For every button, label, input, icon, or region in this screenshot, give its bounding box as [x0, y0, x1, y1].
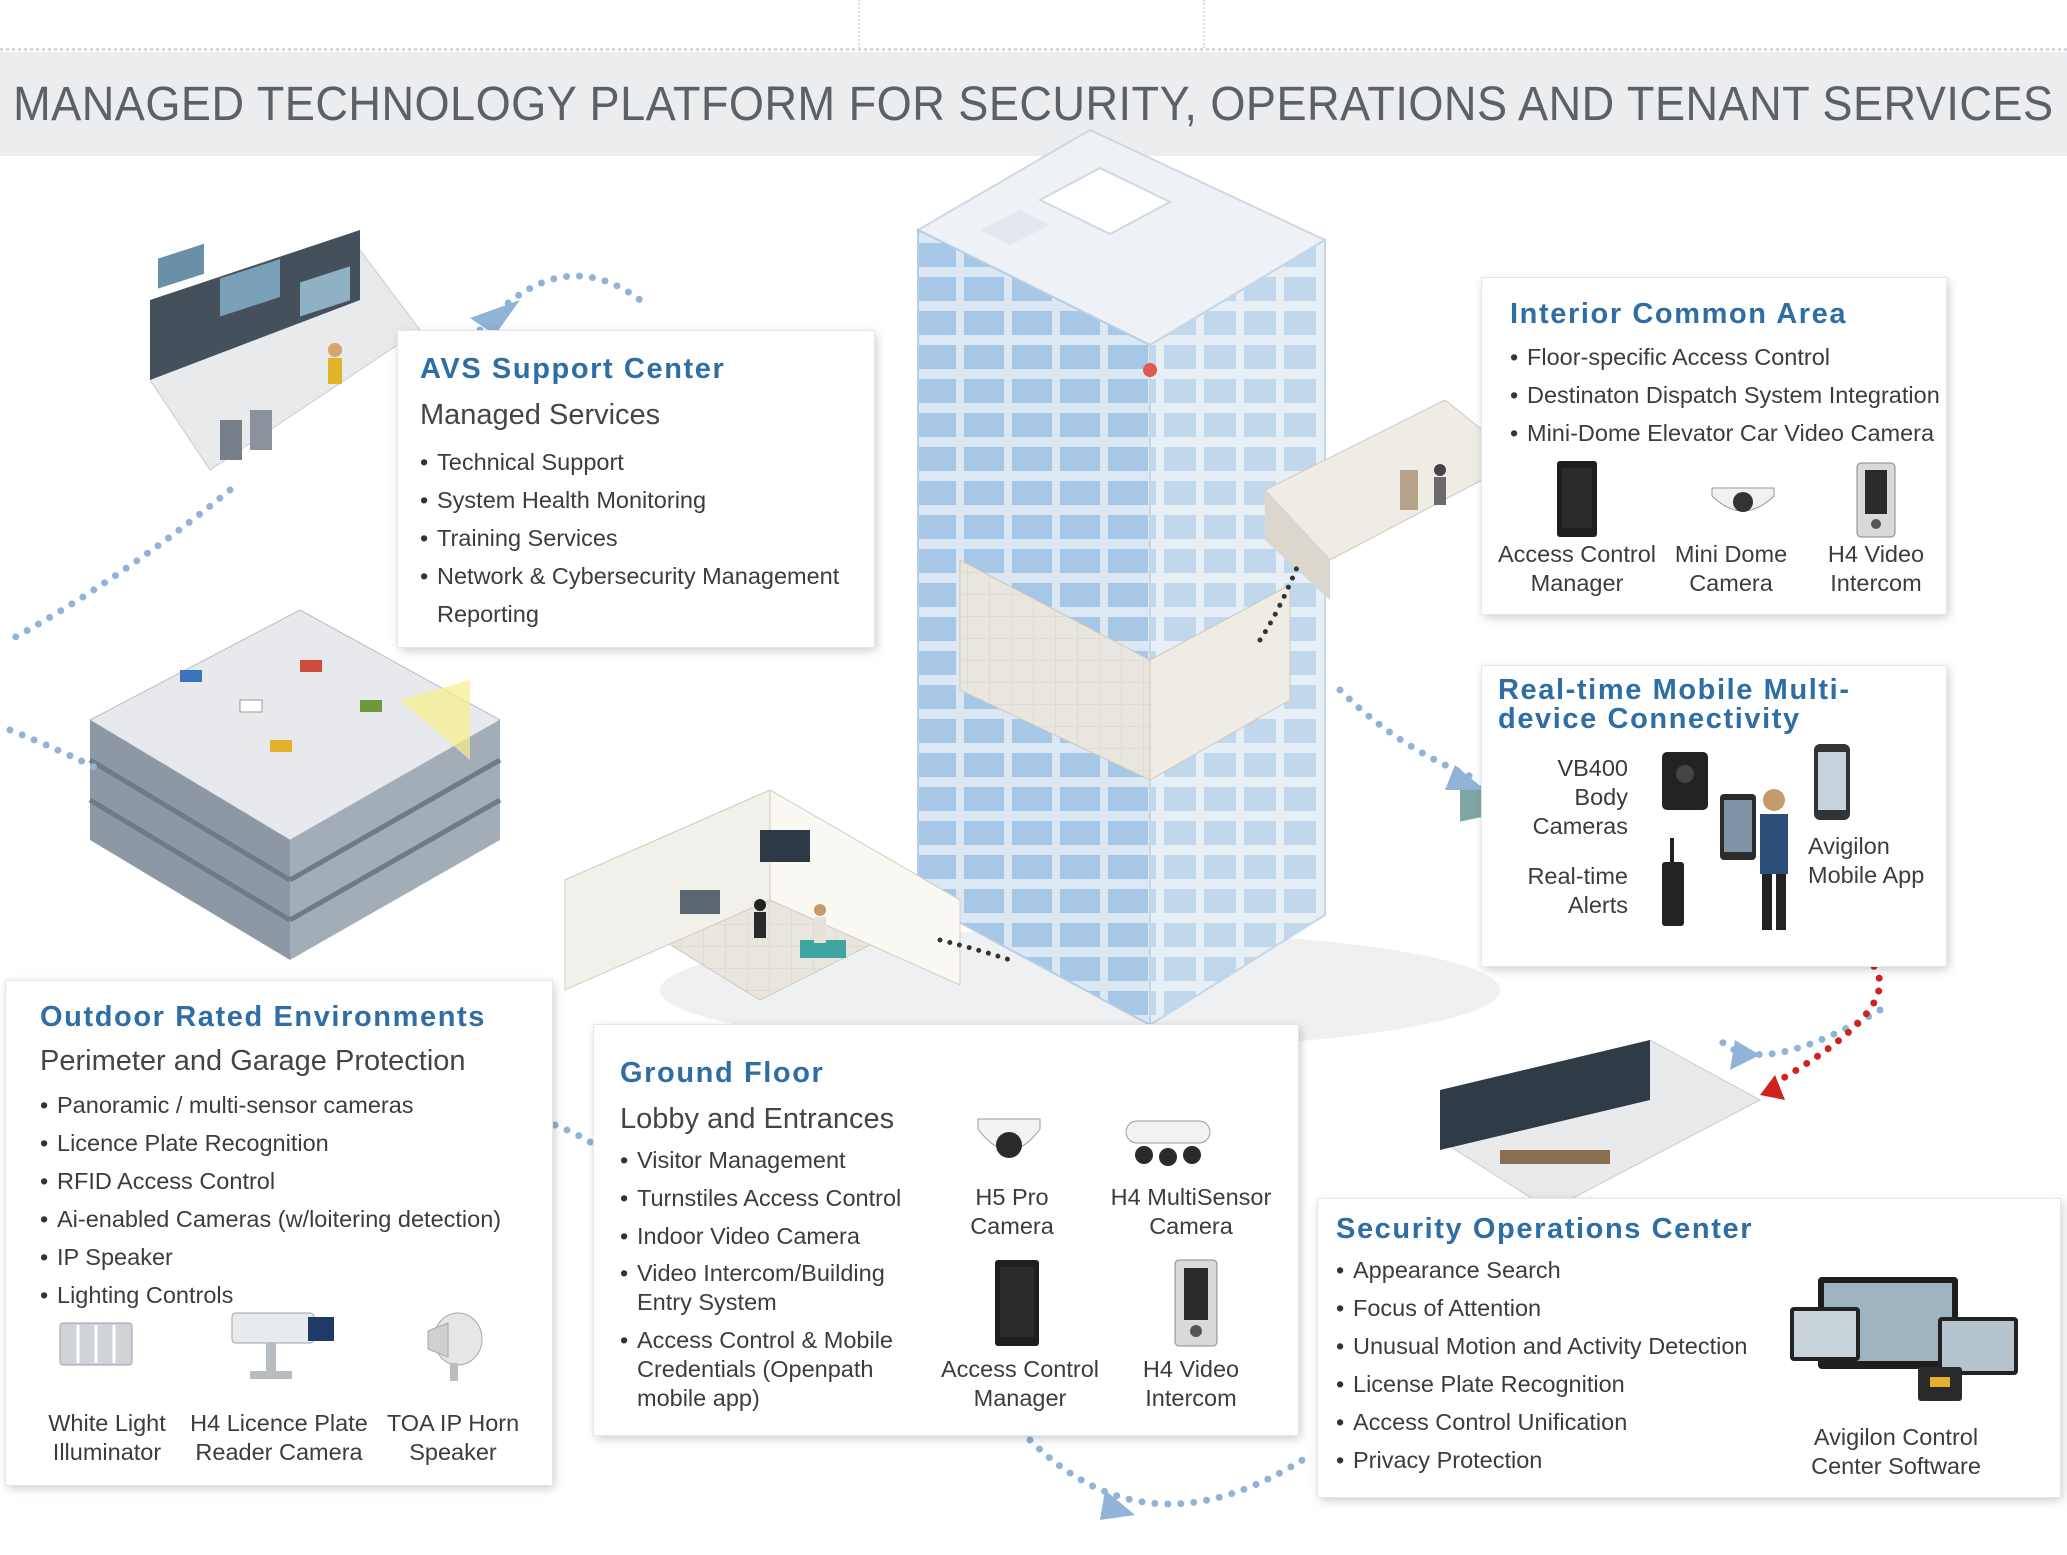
panel-title: Real-time Mobile Multi-device Connectivi… — [1498, 674, 1851, 735]
support-center-room — [149, 230, 421, 471]
flow-arrowheads — [470, 300, 1860, 1520]
mini-dome-camera-icon — [1711, 487, 1775, 512]
horn-speaker-icon — [427, 1312, 483, 1381]
panel-subtitle: Managed Services — [420, 399, 661, 431]
panel-subtitle: Lobby and Entrances — [620, 1103, 895, 1135]
h5-pro-camera-icon — [977, 1118, 1041, 1158]
white-light-illuminator-icon — [59, 1322, 133, 1366]
list-item: Indoor Video Camera — [620, 1217, 910, 1255]
product-label: TOA IP Horn Speaker — [386, 1410, 520, 1465]
list-item: Access Control Unification — [1336, 1403, 1748, 1441]
video-intercom-icon — [1174, 1259, 1218, 1347]
list-item: Training Services — [420, 519, 865, 557]
product-label: H4 Licence Plate Reader Camera — [190, 1410, 368, 1465]
list-item: Access Control & Mobile Credentials (Ope… — [620, 1326, 910, 1413]
alerts-label: Real-time Alerts — [1527, 863, 1628, 918]
list-item: Privacy Protection — [1336, 1441, 1748, 1479]
outdoor-environments-panel: Outdoor Rated Environments Perimeter and… — [6, 981, 552, 1485]
ground-list: Visitor Management Turnstiles Access Con… — [620, 1141, 910, 1422]
panel-subtitle: Perimeter and Garage Protection — [40, 1045, 466, 1077]
tablet-icon — [1720, 794, 1756, 860]
parking-garage — [88, 609, 502, 960]
list-item: Appearance Search — [1336, 1251, 1748, 1289]
logo-icon — [1143, 363, 1157, 377]
smartphone-icon — [1814, 744, 1850, 820]
page-title: MANAGED TECHNOLOGY PLATFORM FOR SECURITY… — [13, 77, 2054, 131]
list-item: Destinaton Dispatch System Integration — [1510, 376, 1940, 414]
roof-unit — [1037, 166, 1173, 236]
mobile-connectivity-panel: Real-time Mobile Multi-device Connectivi… — [1482, 666, 1946, 966]
roof-vent — [980, 210, 1050, 245]
list-item: Panoramic / multi-sensor cameras — [40, 1086, 501, 1124]
person-icon — [1760, 789, 1788, 930]
security-operations-panel: Security Operations Center Appearance Se… — [1318, 1199, 2060, 1497]
panel-title: Security Operations Center — [1336, 1213, 1754, 1245]
ground-floor-panel: Ground Floor Lobby and Entrances Visitor… — [594, 1025, 1298, 1435]
avs-list: Technical Support System Health Monitori… — [420, 443, 865, 642]
title-banner: MANAGED TECHNOLOGY PLATFORM FOR SECURITY… — [0, 52, 2067, 156]
list-item: Floor-specific Access Control — [1510, 338, 1940, 376]
list-item: IP Speaker — [40, 1238, 501, 1276]
list-item: Unusual Motion and Activity Detection — [1336, 1327, 1748, 1365]
product-label: H5 Pro Camera — [970, 1184, 1054, 1239]
panel-title: Interior Common Area — [1510, 298, 1848, 330]
interior-room — [1264, 399, 1521, 600]
product-label: White Light Illuminator — [48, 1410, 166, 1465]
body-cameras-label: VB400 Body Cameras — [1532, 755, 1628, 839]
soc-list: Appearance Search Focus of Attention Unu… — [1336, 1251, 1748, 1479]
product-label: H4 Video Intercom — [1827, 541, 1925, 596]
panel-title: Outdoor Rated Environments — [40, 1001, 487, 1033]
multisensor-camera-icon — [1125, 1120, 1211, 1166]
list-item: Turnstiles Access Control — [620, 1179, 910, 1217]
product-label: Access Control Manager — [1497, 541, 1657, 596]
office-tower — [915, 128, 1328, 1027]
interior-common-area-panel: Interior Common Area Floor-specific Acce… — [1482, 278, 1946, 614]
divider — [0, 48, 2067, 51]
list-item: Focus of Attention — [1336, 1289, 1748, 1327]
mobile-app-label: Avigilon Mobile App — [1808, 833, 1925, 888]
product-label: Access Control Manager — [940, 1356, 1100, 1411]
list-item: Mini-Dome Elevator Car Video Camera — [1510, 414, 1940, 452]
panel-title: AVS Support Center — [420, 353, 726, 385]
access-control-reader-icon — [1557, 461, 1597, 537]
list-item: System Health Monitoring — [420, 481, 865, 519]
product-label: Avigilon Control Center Software — [1811, 1424, 1981, 1479]
list-item: Licence Plate Recognition — [40, 1124, 501, 1162]
access-control-reader-icon — [995, 1260, 1039, 1346]
lobby-room — [563, 789, 962, 1001]
body-camera-icon — [1662, 752, 1708, 810]
interior-list: Floor-specific Access Control Destinaton… — [1510, 338, 1940, 452]
list-item: License Plate Recognition — [1336, 1365, 1748, 1403]
product-label: H4 MultiSensor Camera — [1110, 1184, 1272, 1239]
list-item: RFID Access Control — [40, 1162, 501, 1200]
list-item: Visitor Management — [620, 1141, 910, 1179]
list-item: Technical Support — [420, 443, 865, 481]
licence-plate-camera-icon — [231, 1312, 334, 1379]
avs-support-panel: AVS Support Center Managed Services Tech… — [398, 331, 874, 647]
list-item: Lighting Controls — [40, 1276, 501, 1314]
product-label: H4 Video Intercom — [1142, 1356, 1240, 1411]
light-beam — [400, 680, 470, 760]
radio-icon — [1662, 838, 1684, 926]
list-item: Video Intercom/Building Entry System — [620, 1259, 910, 1317]
list-item: Network & Cybersecurity Management Repor… — [420, 557, 865, 633]
cutaway-floor-side — [1149, 584, 1291, 781]
divider — [858, 0, 860, 48]
control-center-devices-icon — [1790, 1277, 2018, 1401]
panel-title: Ground Floor — [620, 1057, 825, 1089]
product-label: Mini Dome Camera — [1674, 541, 1788, 596]
list-item: Ai-enabled Cameras (w/loitering detectio… — [40, 1200, 501, 1238]
divider — [1203, 0, 1205, 48]
outdoor-list: Panoramic / multi-sensor cameras Licence… — [40, 1086, 501, 1314]
video-intercom-icon — [1856, 462, 1896, 538]
ground-shadow — [660, 930, 1500, 1050]
